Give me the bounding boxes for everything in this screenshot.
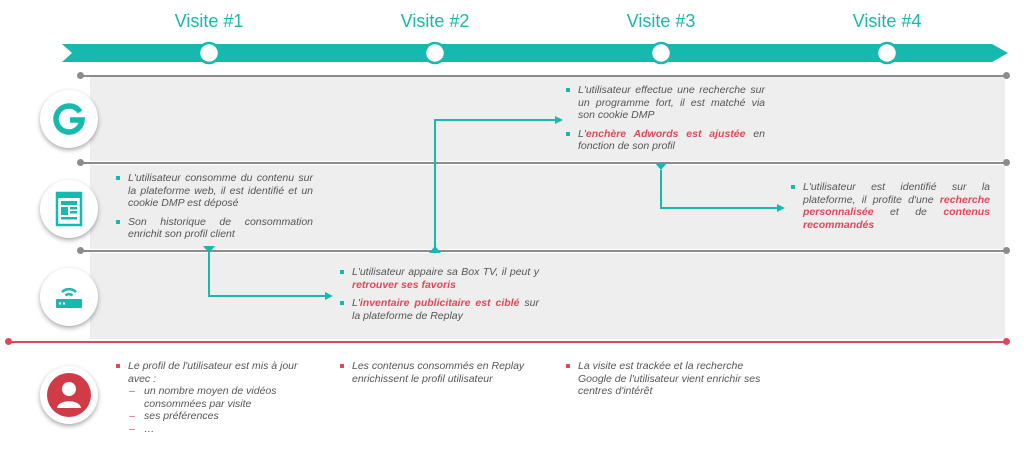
web-lane-icon (40, 180, 98, 238)
visit-label-3: Visite #3 (626, 11, 696, 31)
note-bullet: L'utilisateur effectue une recherche sur… (565, 84, 765, 122)
separator-google-web (80, 162, 1008, 164)
note-bullet: L'utilisateur appaire sa Box TV, il peut… (339, 266, 539, 291)
timeline-arrow (62, 41, 1008, 65)
note-bullet: L'utilisateur est identifié sur la plate… (790, 181, 990, 231)
visit-marker-4 (875, 41, 899, 65)
note-bullet: Le profil de l'utilisateur est mis à jou… (115, 360, 315, 435)
visit-marker-3 (649, 41, 673, 65)
arrowhead-v4 (777, 204, 785, 212)
separator-dot (77, 72, 84, 79)
note-bullet: L'enchère Adwords est ajustée en fonctio… (565, 128, 765, 153)
note-sub-item: ses préférences (128, 410, 315, 423)
note-bullet: L'inventaire publicitaire est ciblé sur … (339, 297, 539, 322)
note-bullet: Les contenus consommés en Replay enrichi… (339, 360, 544, 385)
lane-web (90, 165, 1005, 249)
visit-label-4: Visite #4 (852, 11, 922, 31)
separator-dot (1003, 247, 1010, 254)
separator-dot (1003, 72, 1010, 79)
visit-marker-1 (197, 41, 221, 65)
note-sub-item: … (128, 423, 315, 436)
marker-down-v1 (203, 246, 215, 253)
separator-dot-red (5, 338, 12, 345)
note-web-visit1: L'utilisateur consomme du contenu sur la… (115, 172, 313, 247)
separator-web-tv (80, 250, 1008, 252)
separator-dot-red (1003, 338, 1010, 345)
note-web-visit4: L'utilisateur est identifié sur la plate… (790, 181, 990, 237)
web-page-icon (55, 191, 83, 227)
profile-lane-icon (40, 366, 98, 424)
note-profile-visit1: Le profil de l'utilisateur est mis à jou… (115, 360, 315, 441)
note-profile-visit2: Les contenus consommés en Replay enrichi… (339, 360, 544, 391)
separator-dot (77, 247, 84, 254)
separator-top (80, 75, 1008, 77)
note-tv-visit2: L'utilisateur appaire sa Box TV, il peut… (339, 266, 539, 328)
visit-label-1: Visite #1 (174, 11, 244, 31)
flow-google-to-web (660, 170, 777, 209)
note-profile-visit3: La visite est trackée et la recherche Go… (565, 360, 770, 404)
tv-box-icon (56, 287, 82, 308)
note-sub-item: un nombre moyen de vidéos consommées par… (128, 385, 315, 410)
tv-lane-icon (40, 268, 98, 326)
note-google-visit3: L'utilisateur effectue une recherche sur… (565, 84, 765, 159)
marker-down-v3 (655, 163, 667, 170)
note-bullet: Son historique de consommation enrichit … (115, 216, 313, 241)
marker-up-v2 (429, 246, 441, 253)
note-bullet: L'utilisateur consomme du contenu sur la… (115, 172, 313, 210)
flow-tv-to-google (434, 119, 555, 252)
visit-marker-2 (423, 41, 447, 65)
google-icon (53, 103, 85, 135)
arrowhead-v3 (555, 116, 563, 124)
flow-web-to-tv (208, 252, 325, 297)
user-icon (47, 373, 91, 417)
separator-dot (77, 159, 84, 166)
separator-profile (8, 341, 1008, 343)
arrowhead-v2 (325, 292, 333, 300)
google-lane-icon (40, 90, 98, 148)
visit-label-2: Visite #2 (400, 11, 470, 31)
note-bullet: La visite est trackée et la recherche Go… (565, 360, 770, 398)
separator-dot (1003, 159, 1010, 166)
